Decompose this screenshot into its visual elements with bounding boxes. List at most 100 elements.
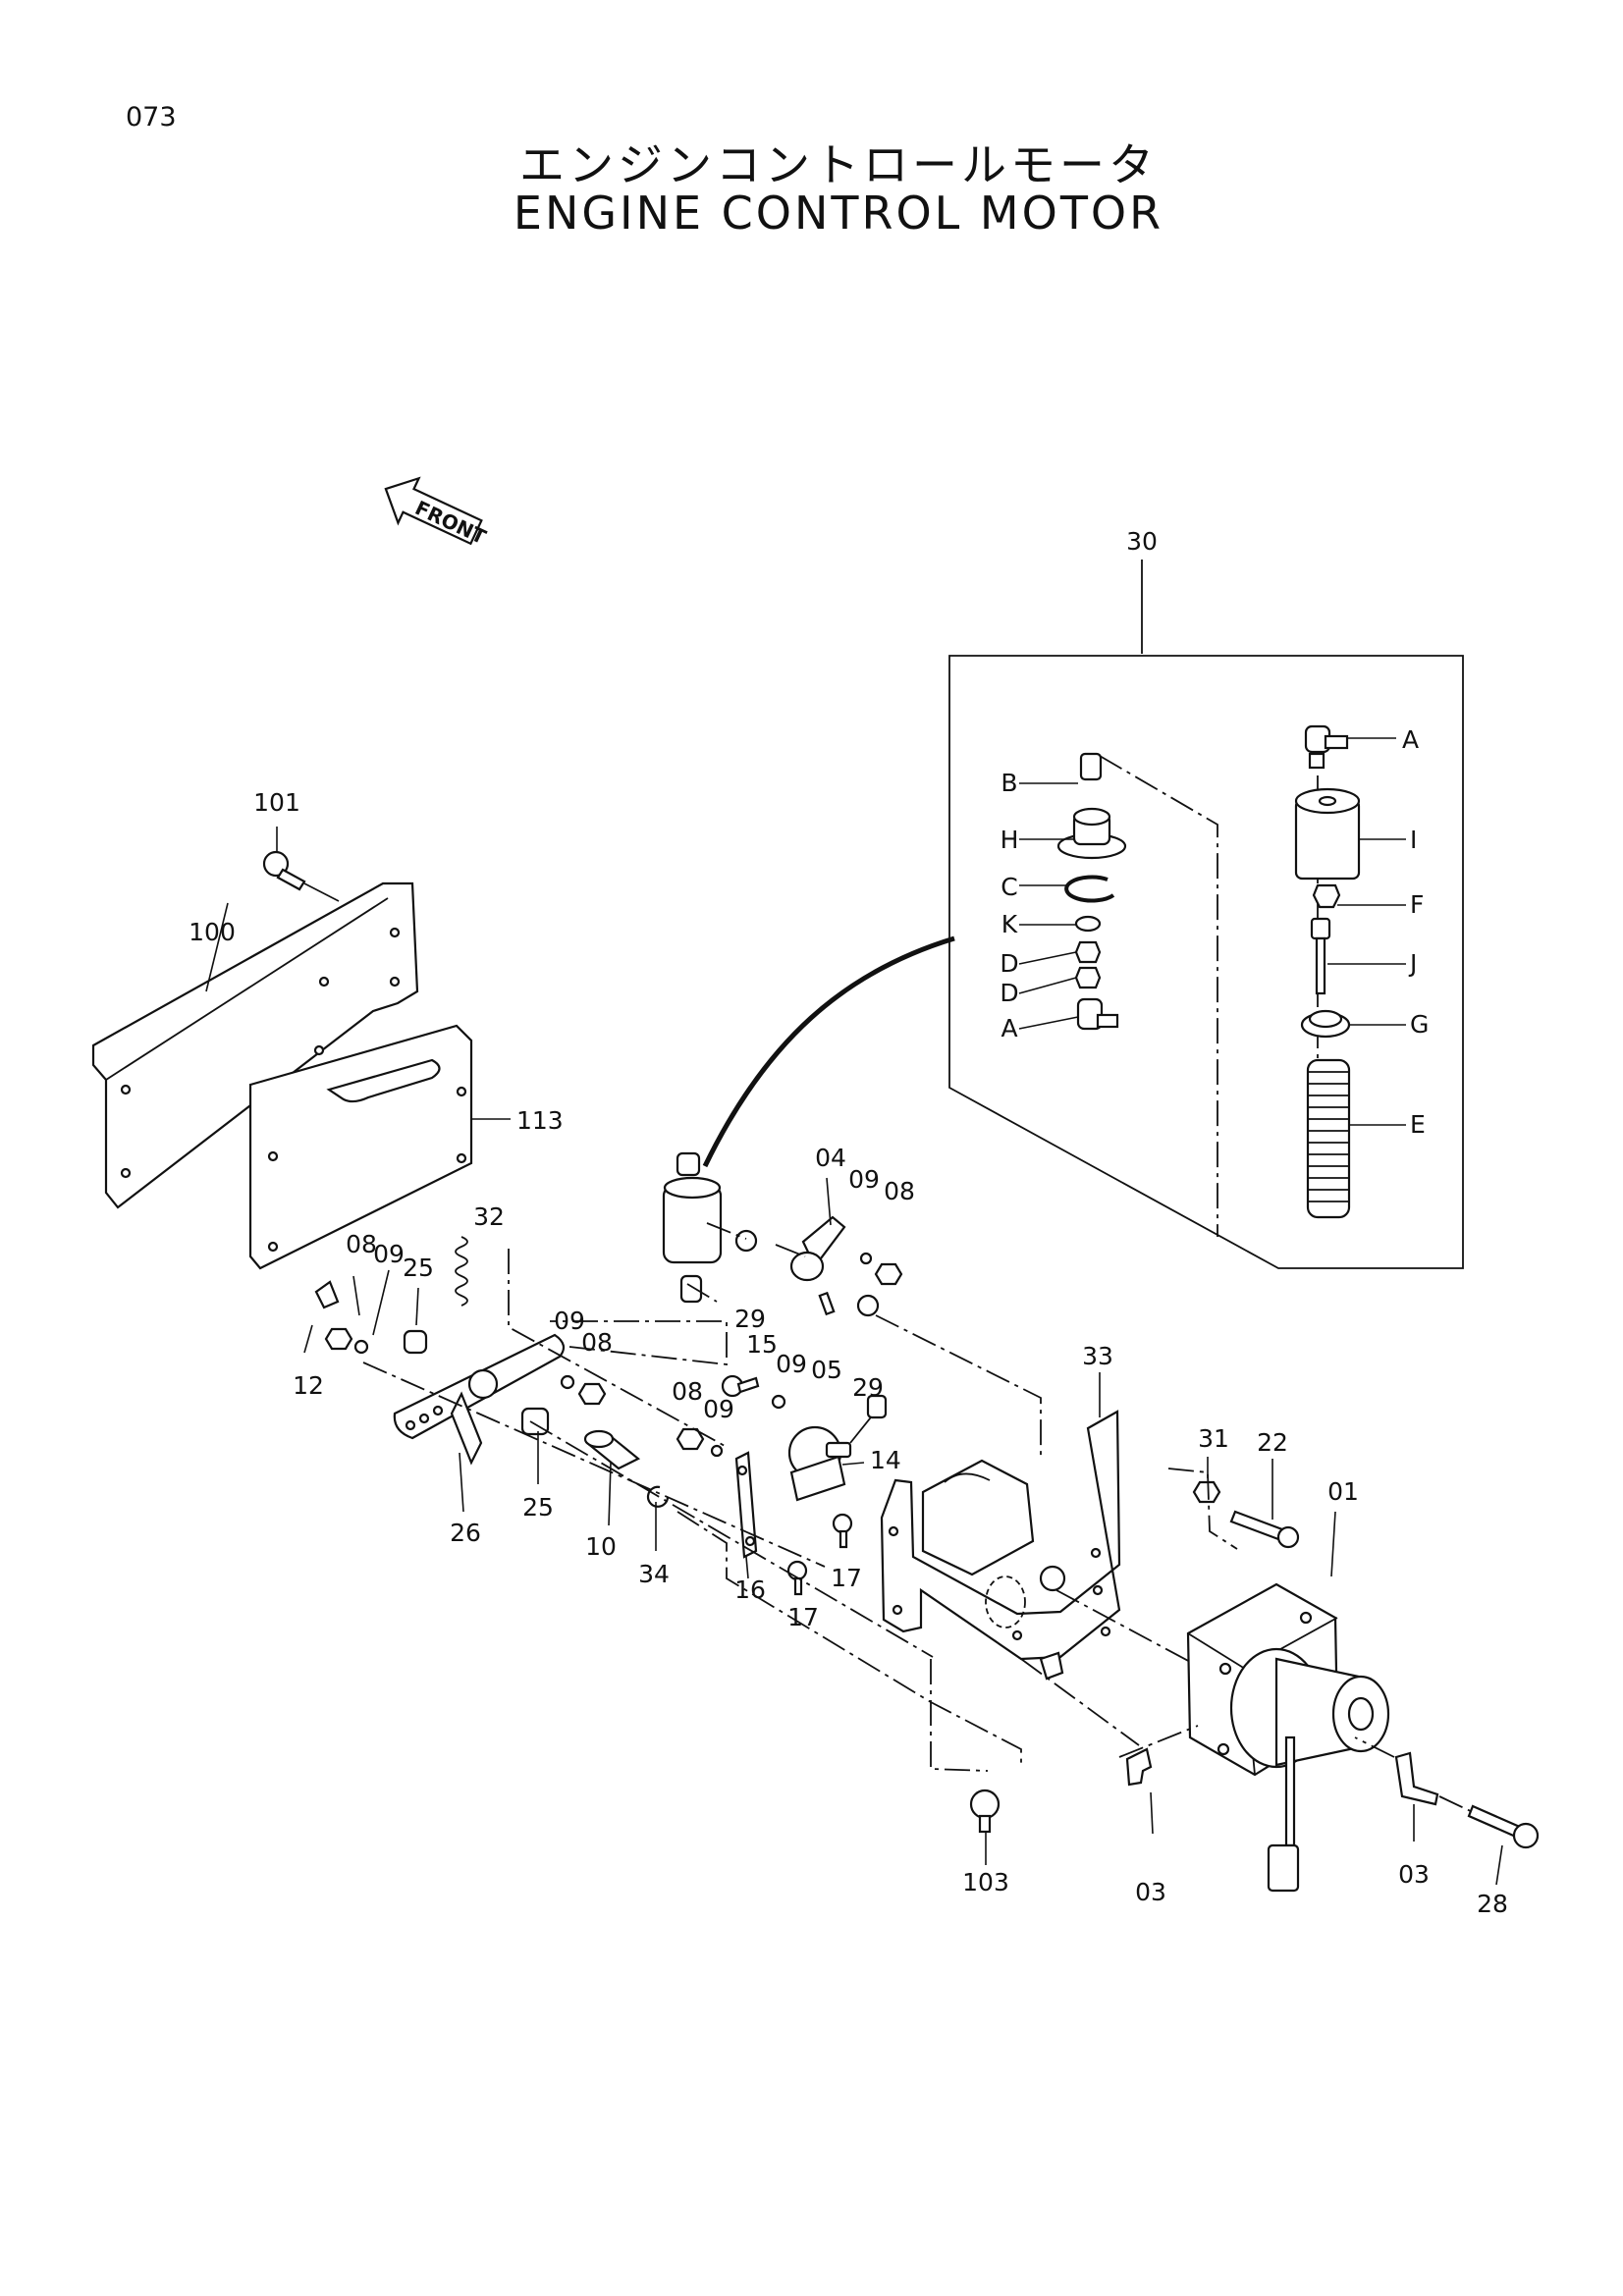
- bracket-33: [880, 1410, 1121, 1681]
- label-101: 101: [253, 788, 300, 817]
- label-03-left: 03: [1135, 1878, 1166, 1906]
- bushing-25-upper: [403, 1329, 428, 1355]
- label-29-right: 29: [852, 1373, 884, 1402]
- kit-label-F: F: [1410, 890, 1424, 919]
- front-label: FRONT: [411, 496, 490, 549]
- label-08-lower: 08: [672, 1377, 703, 1406]
- actuator: [662, 1151, 723, 1304]
- pin-05: [818, 1291, 836, 1316]
- washer-29-left: [734, 1229, 758, 1253]
- washer-09-top: [859, 1252, 873, 1265]
- label-08-left: 08: [346, 1230, 377, 1258]
- label-30: 30: [1126, 527, 1158, 556]
- washer-09-mid: [560, 1374, 575, 1390]
- label-31: 31: [1198, 1424, 1229, 1453]
- kit-label-A-lower: A: [1001, 1014, 1017, 1042]
- nut-08-left: [324, 1327, 353, 1351]
- washer-09-center: [771, 1394, 786, 1410]
- clip-12: [314, 1280, 340, 1309]
- label-12: 12: [293, 1371, 324, 1400]
- label-15: 15: [746, 1330, 778, 1359]
- bolt-103: [969, 1789, 1001, 1834]
- label-09-center: 09: [776, 1350, 807, 1378]
- label-32: 32: [473, 1202, 505, 1231]
- label-05: 05: [811, 1356, 842, 1384]
- sensor-14: [787, 1394, 888, 1502]
- label-09-left: 09: [373, 1240, 405, 1268]
- label-04: 04: [815, 1144, 846, 1172]
- spring-32: [455, 1236, 468, 1307]
- kit-part-A-upper: [1304, 724, 1349, 770]
- label-17-lower: 17: [787, 1603, 819, 1631]
- label-10: 10: [585, 1532, 617, 1561]
- kit-label-E: E: [1410, 1110, 1426, 1139]
- kit-part-D: [1074, 940, 1102, 989]
- label-14: 14: [870, 1446, 901, 1474]
- bracket-03-right: [1394, 1751, 1439, 1806]
- label-03-right: 03: [1398, 1860, 1430, 1889]
- label-22: 22: [1257, 1428, 1288, 1457]
- motor-01: [1186, 1582, 1390, 1893]
- kit-part-F: [1312, 883, 1341, 909]
- label-25-lower: 25: [522, 1493, 554, 1522]
- kit-part-C: [1064, 875, 1115, 903]
- label-08-mid: 08: [581, 1328, 613, 1357]
- washer-09-lower: [710, 1444, 724, 1458]
- kit-part-G: [1300, 1009, 1351, 1039]
- label-103: 103: [962, 1868, 1009, 1896]
- kit-part-I: [1294, 787, 1361, 881]
- kit-part-K: [1074, 915, 1102, 933]
- kit-label-J: J: [1408, 949, 1417, 978]
- page-title-japanese: エンジンコントロールモータ: [519, 138, 1158, 191]
- nut-08-top: [874, 1262, 903, 1286]
- plate-113: [248, 1024, 473, 1270]
- label-01: 01: [1327, 1477, 1359, 1506]
- label-26: 26: [450, 1519, 481, 1547]
- label-09-mid: 09: [554, 1307, 585, 1335]
- kit-part-J: [1310, 917, 1331, 995]
- nut-08-lower: [676, 1427, 705, 1451]
- bracket-100: [91, 881, 419, 1209]
- front-arrow-icon: FRONT: [384, 476, 490, 549]
- label-34: 34: [638, 1560, 670, 1588]
- kit-part-A-lower: [1076, 997, 1119, 1031]
- nut-31: [1192, 1480, 1221, 1504]
- label-25-upper: 25: [403, 1254, 434, 1282]
- kit-label-B: B: [1001, 769, 1017, 797]
- bolt-22: [1229, 1510, 1300, 1549]
- label-29-left: 29: [734, 1305, 766, 1333]
- kit-label-H: H: [1001, 826, 1019, 854]
- kit-label-I: I: [1410, 826, 1417, 854]
- bolt-28: [1467, 1804, 1540, 1849]
- kit-part-H: [1056, 807, 1127, 860]
- kit-label-A-upper: A: [1402, 725, 1419, 754]
- snap-ring-34: [646, 1485, 670, 1508]
- kit-label-K: K: [1001, 910, 1018, 938]
- bracket-03-left: [1125, 1747, 1153, 1787]
- label-16: 16: [734, 1575, 766, 1604]
- kit-label-D2: D: [1000, 979, 1018, 1007]
- kit-label-D1: D: [1000, 949, 1018, 978]
- kit-part-B: [1079, 752, 1103, 781]
- nut-08-mid: [577, 1382, 607, 1406]
- page-number: 073: [126, 102, 177, 133]
- kit-part-E: [1306, 1058, 1351, 1219]
- shaft-10: [583, 1429, 641, 1470]
- page-title: ENGINE CONTROL MOTOR: [513, 187, 1164, 240]
- label-09-top: 09: [848, 1165, 880, 1194]
- label-17-upper: 17: [831, 1564, 862, 1592]
- bracket-16: [734, 1451, 758, 1559]
- label-33: 33: [1082, 1342, 1113, 1370]
- washer-09-left: [353, 1339, 369, 1355]
- label-113: 113: [516, 1106, 564, 1135]
- label-28: 28: [1477, 1890, 1508, 1918]
- bolt-15: [721, 1374, 760, 1398]
- label-09-lower: 09: [703, 1395, 734, 1423]
- arm-26: [393, 1333, 566, 1466]
- kit-30-box: [948, 560, 1464, 1269]
- lever-04: [789, 1215, 846, 1282]
- label-100: 100: [189, 918, 236, 946]
- bolt-17-upper: [832, 1513, 853, 1549]
- label-08-top: 08: [884, 1177, 915, 1205]
